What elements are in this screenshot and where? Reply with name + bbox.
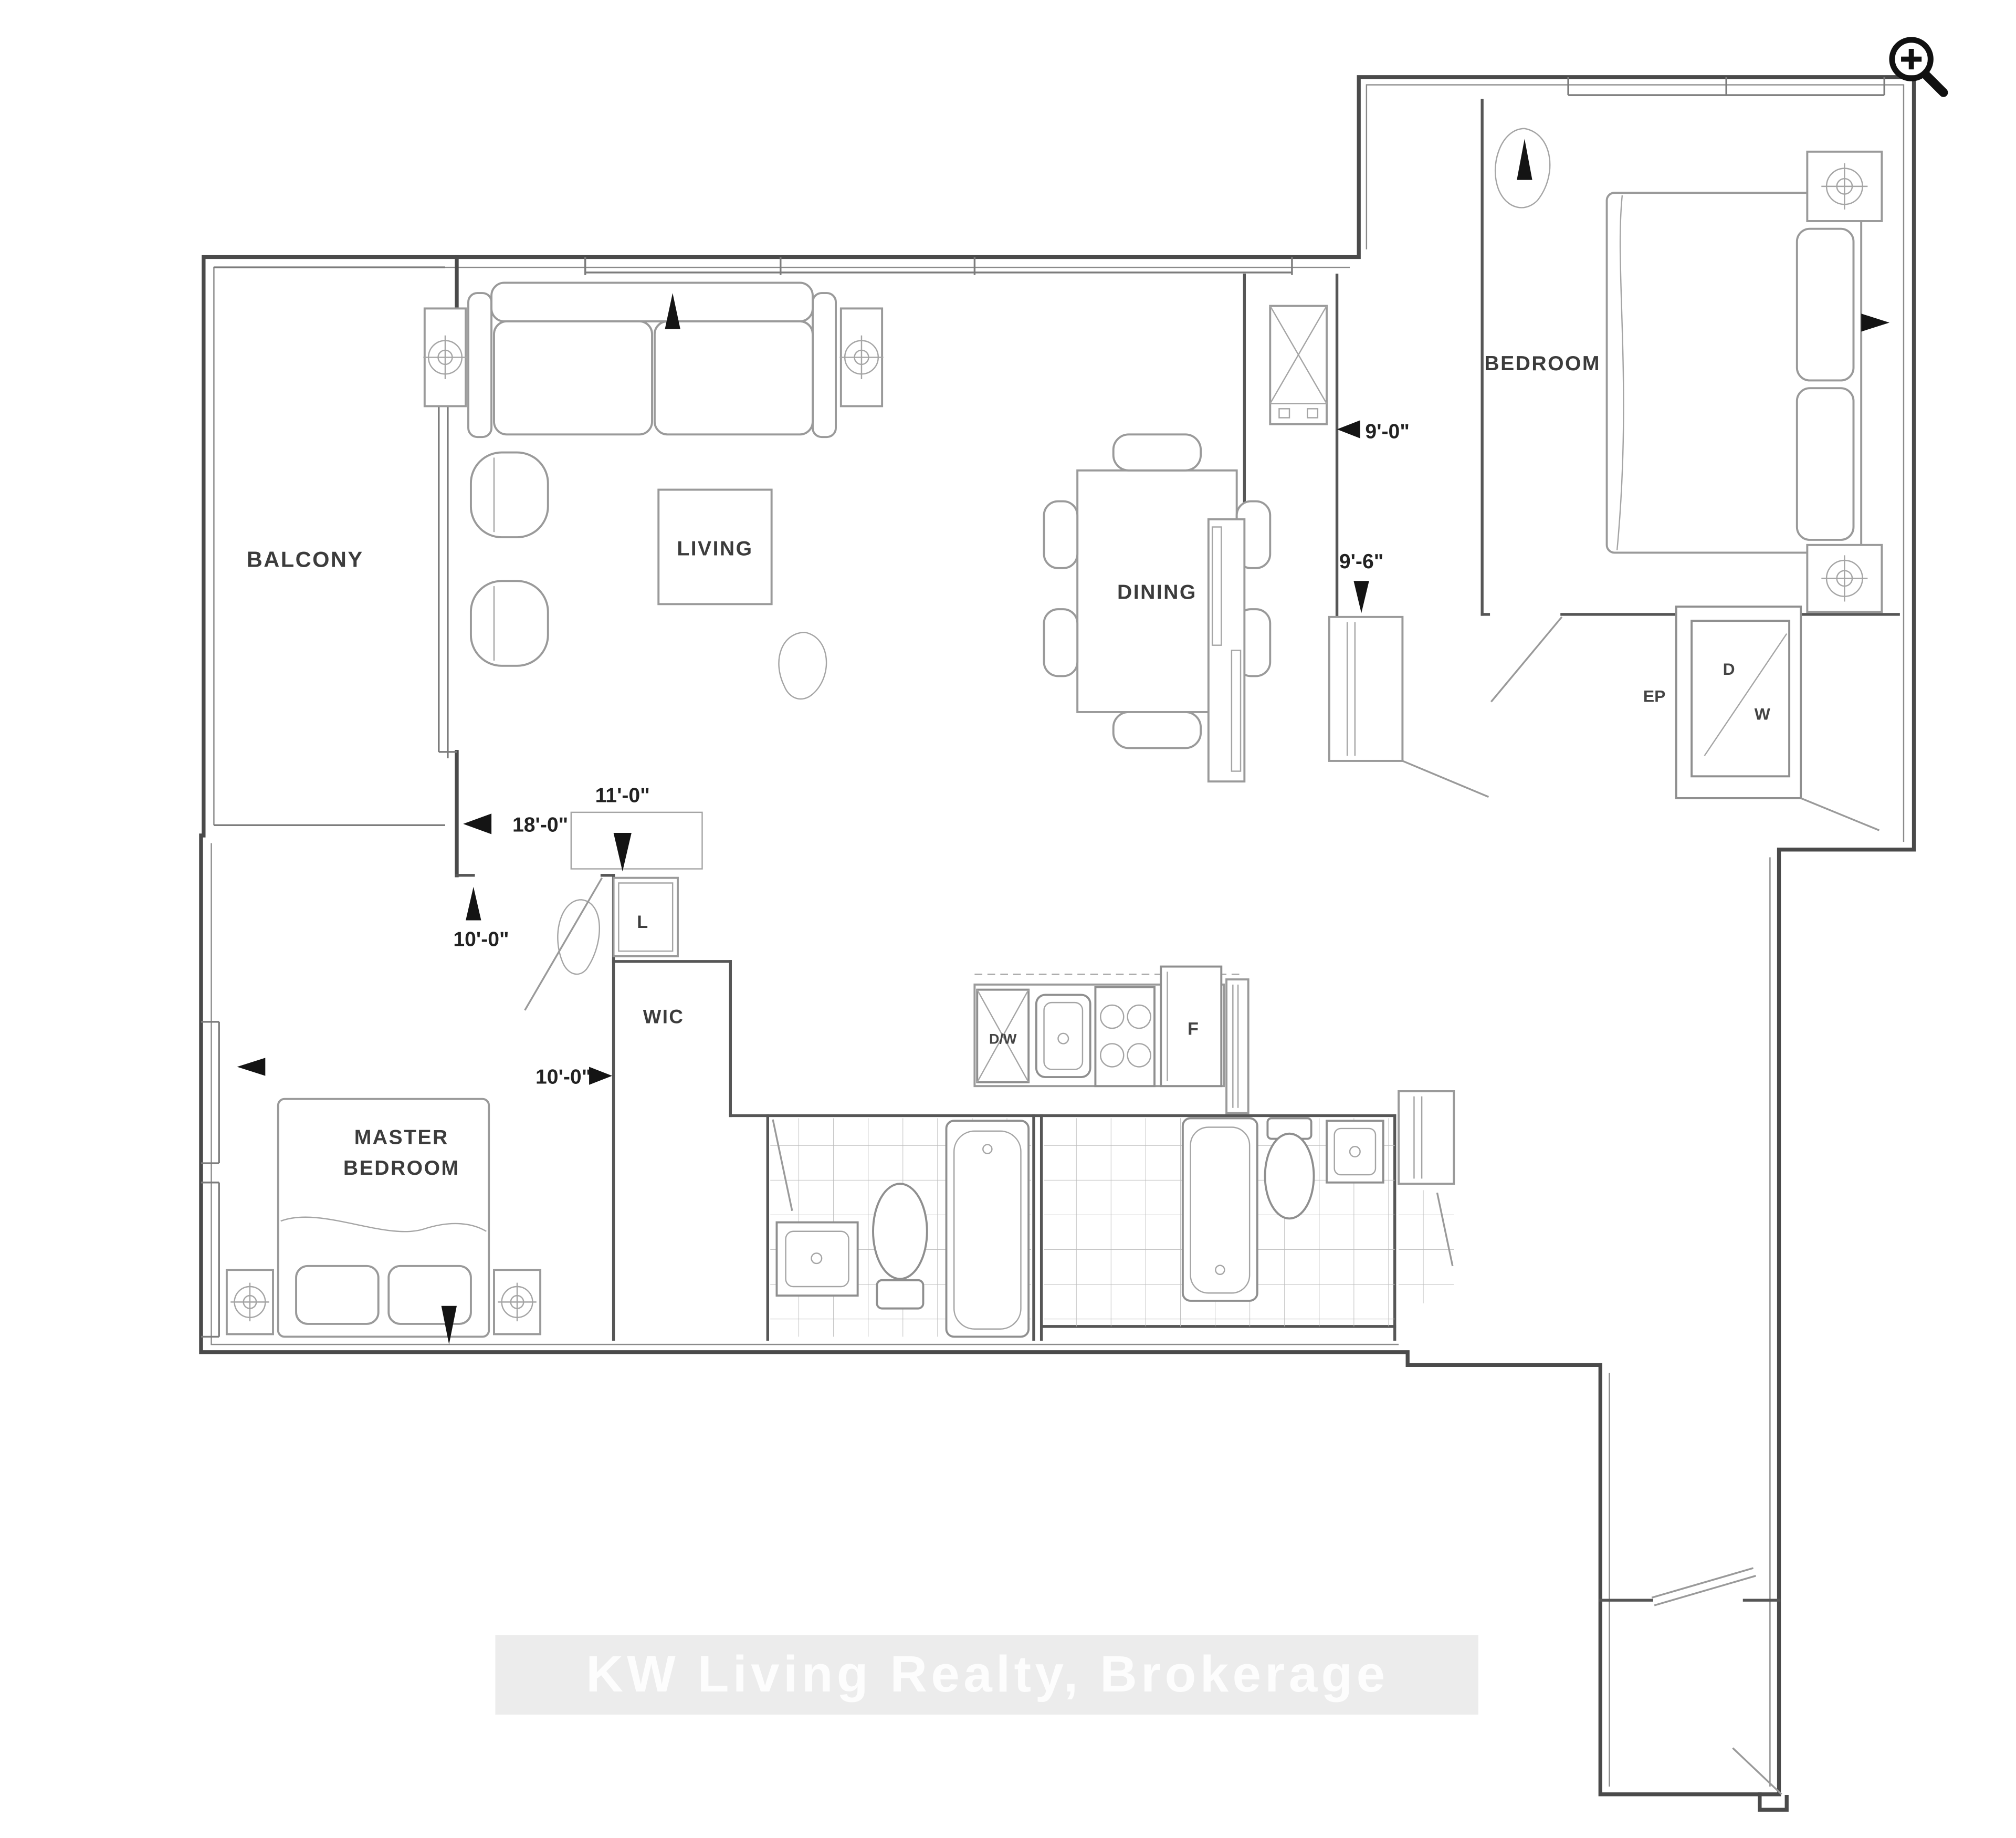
interior-walls: [455, 99, 1900, 1602]
dining-label: DINING: [1117, 581, 1197, 604]
wall-arrow-right: [1861, 314, 1890, 332]
wic-label: WIC: [643, 1006, 685, 1027]
plant: [778, 631, 827, 700]
dimension-label: 10'-0": [453, 928, 509, 951]
dimension-living-width: 18'-0": [463, 813, 568, 837]
pantry-cabinet: [1225, 978, 1250, 1114]
fridge: F: [1160, 965, 1223, 1088]
dimension-hall-width: 11'-0": [570, 784, 703, 872]
dimension-master-width: 10'-0": [536, 1066, 613, 1088]
linen-label: L: [637, 912, 649, 932]
dining-closet: [1207, 518, 1246, 783]
kitchen-sink: [1035, 994, 1091, 1079]
window-direction-arrow: [1517, 139, 1532, 180]
master-label-line1: MASTER: [354, 1126, 449, 1148]
kitchen: D/W F: [973, 965, 1250, 1114]
bathtub: [945, 1120, 1030, 1338]
fridge-label: F: [1188, 1019, 1199, 1039]
bathroom-door-swing: [772, 1119, 793, 1211]
nightstand-lamp: [493, 1269, 542, 1335]
entry-door-swing: [1651, 1567, 1756, 1606]
dryer-label: D: [1723, 660, 1735, 678]
plant: [557, 899, 600, 975]
side-table-lamp-right: [839, 307, 884, 408]
dining-chair: [1112, 433, 1202, 472]
dimension-label: 11'-0": [595, 784, 650, 807]
master-label-line2: BEDROOM: [343, 1157, 460, 1179]
dining-chair: [1043, 608, 1079, 677]
bathroom-sink: [775, 1221, 859, 1297]
window-direction-arrow: [441, 1306, 457, 1345]
toilet: [1264, 1117, 1315, 1220]
entry-foyer: [1651, 1567, 1756, 1606]
sofa: [467, 281, 837, 438]
living-label: LIVING: [677, 537, 753, 560]
hall-closet: [1328, 615, 1489, 798]
side-table-lamp-left: [423, 307, 467, 408]
balcony-label: BALCONY: [247, 547, 364, 571]
nightstand-lamp: [225, 1269, 274, 1335]
dimension-bedroom-hall: 9'-6": [1339, 550, 1383, 613]
armchair: [469, 580, 549, 667]
ep-label: EP: [1643, 686, 1665, 705]
foyer-closet: [1398, 1090, 1455, 1303]
dining-chair: [1112, 711, 1202, 749]
window-direction-arrow: [237, 1058, 266, 1076]
plant: [1494, 128, 1551, 208]
washer-label: W: [1755, 705, 1770, 724]
nightstand-lamp: [1806, 544, 1883, 613]
coffee-table: [657, 488, 773, 605]
bedroom-door-swing: [1490, 616, 1563, 703]
watermark: KW Living Realty, Brokerage: [495, 1635, 1478, 1715]
cooktop: [1094, 986, 1156, 1088]
windows: [201, 77, 1885, 1338]
mechanical-closet: [1269, 305, 1328, 425]
washer-dryer-stack: D W: [1675, 605, 1880, 831]
bathroom-ensuite: [770, 1118, 1032, 1338]
master-bedroom: MASTER BEDROOM: [225, 1058, 542, 1345]
dimension-label: 18'-0": [512, 814, 568, 837]
linen-closet: L: [612, 876, 679, 957]
toilet: [872, 1183, 928, 1310]
bathtub: [1181, 1117, 1258, 1302]
armchair: [469, 451, 549, 539]
dimension-label: 9'-0": [1365, 421, 1409, 443]
bedroom-label: BEDROOM: [1484, 352, 1601, 375]
dimension-bedroom-width: 9'-0": [1337, 420, 1410, 443]
window-direction-arrow: [665, 293, 680, 329]
living-room: LIVING: [423, 281, 884, 700]
dimension-label: 10'-0": [536, 1066, 591, 1088]
dimension-master-depth: 10'-0": [453, 886, 509, 951]
bathroom-sink: [1326, 1120, 1384, 1184]
bed: [1605, 192, 1863, 554]
zoom-in-icon[interactable]: [1889, 37, 1948, 97]
watermark-text: KW Living Realty, Brokerage: [586, 1645, 1389, 1703]
dishwasher: D/W: [976, 988, 1030, 1083]
dimension-label: 9'-6": [1339, 550, 1383, 573]
master-door-swing: [524, 877, 603, 1011]
dining-chair: [1043, 500, 1079, 569]
bedroom: BEDROOM: [1484, 128, 1890, 703]
bathroom-main: [1044, 1117, 1395, 1327]
dishwasher-label: D/W: [989, 1031, 1017, 1047]
bed: [277, 1098, 490, 1338]
nightstand-lamp: [1806, 150, 1883, 222]
